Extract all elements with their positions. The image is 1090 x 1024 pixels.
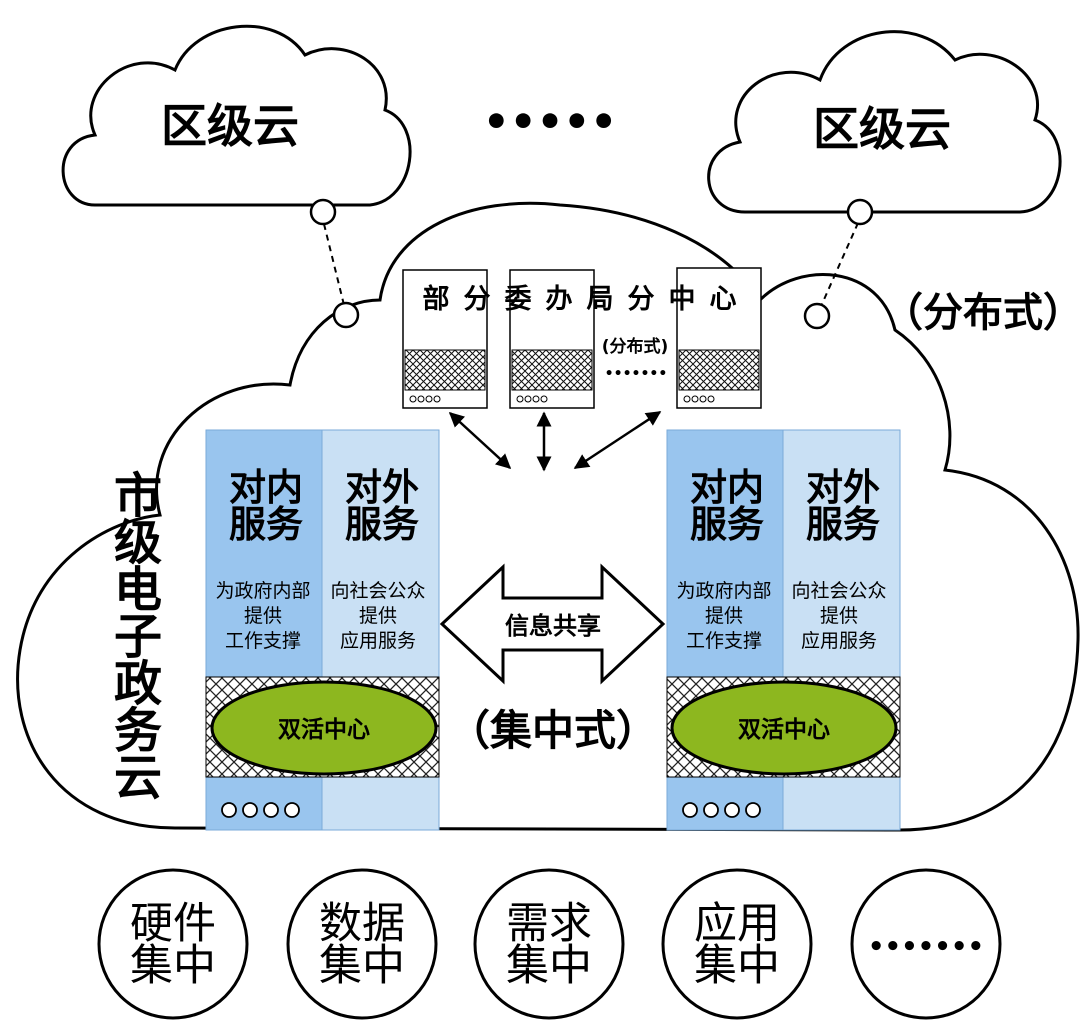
dept-title-char: 部 — [423, 283, 450, 315]
bottom-circle-line2: 集中 — [694, 941, 780, 991]
district-cloud-right-label: 区级云 — [813, 102, 951, 156]
bottom-circle-line1: ••••••• — [868, 932, 984, 962]
internal-title-line2: 服务 — [690, 503, 764, 546]
center-ellipse — [670, 680, 898, 776]
more-circle — [850, 868, 1002, 1020]
city-title-char: 级 — [114, 515, 162, 571]
application-circle — [661, 868, 813, 1020]
dept-server-2 — [509, 269, 595, 409]
bottom-circle-line2: 集中 — [130, 941, 216, 991]
center-ellipse — [210, 680, 438, 776]
distributed-label: （分布式） — [883, 290, 1083, 336]
dept-subtitle: (分布式) — [602, 336, 669, 357]
bottom-circle-line1: 需求 — [506, 899, 592, 949]
cloud-connector-left — [309, 198, 360, 329]
info-share-arrow — [439, 563, 666, 685]
external-desc-line: 向社会公众 — [791, 580, 886, 602]
external-desc-line: 应用服务 — [340, 630, 416, 652]
cloud-connector-right — [803, 198, 874, 330]
dept-server-3 — [676, 267, 762, 409]
external-desc-line: 提供 — [820, 605, 858, 627]
internal-title-line2: 服务 — [229, 503, 303, 546]
dept-title-char: 心 — [710, 284, 737, 315]
external-title-line2: 服务 — [345, 503, 419, 546]
internal-title-line1: 对内 — [229, 466, 303, 509]
bottom-circles — [97, 868, 1002, 1020]
center-label: 双活中心 — [278, 717, 370, 743]
city-title-char: 云 — [114, 750, 162, 806]
dept-title-char: 局 — [587, 284, 614, 315]
internal-desc-line: 提供 — [705, 605, 743, 627]
internal-title-line1: 对内 — [690, 466, 764, 509]
internal-desc-line: 提供 — [244, 605, 282, 627]
bottom-circle-line1: 应用 — [694, 899, 780, 949]
data-circle — [286, 868, 438, 1020]
external-desc-line: 提供 — [359, 605, 397, 627]
external-desc-line: 应用服务 — [801, 630, 877, 652]
dept-title: 部 分 委 办 局 分 中 心 — [423, 283, 737, 315]
dept-title-char: 办 — [546, 284, 573, 315]
center-label: 双活中心 — [738, 717, 830, 743]
cloud-ellipsis: ••••• — [483, 97, 617, 146]
city-title-char: 市 — [114, 468, 162, 524]
city-title-char: 电 — [114, 562, 162, 618]
bottom-circle-line1: 硬件 — [130, 899, 216, 949]
dept-server-1 — [402, 269, 488, 409]
internal-desc-line: 工作支撑 — [686, 630, 762, 652]
service-panel-right — [666, 429, 901, 831]
bottom-circle-line2: 集中 — [319, 941, 405, 991]
external-title-line2: 服务 — [806, 503, 880, 546]
external-title-line1: 对外 — [345, 466, 419, 509]
bottom-circle-line1: 数据 — [319, 899, 405, 949]
dept-title-char: 委 — [505, 284, 532, 315]
external-desc-line: 向社会公众 — [330, 580, 425, 602]
dept-title-char: 中 — [669, 284, 696, 315]
city-title-char: 政 — [114, 656, 162, 712]
bottom-circle-line2: 集中 — [506, 941, 592, 991]
dept-title-char: 分 — [464, 284, 491, 315]
city-cloud-title: 市 级 电 子 政 务 云 — [114, 468, 162, 806]
city-title-char: 子 — [114, 609, 162, 665]
internal-desc-line: 为政府内部 — [215, 580, 310, 602]
hardware-circle — [97, 868, 249, 1020]
service-panel-left — [205, 429, 440, 831]
district-cloud-right — [707, 30, 1062, 214]
requirement-circle — [473, 868, 625, 1020]
district-cloud-left-label: 区级云 — [161, 99, 299, 153]
centralized-label: （集中式） — [448, 706, 658, 755]
city-title-char: 务 — [114, 703, 162, 759]
internal-desc-line: 为政府内部 — [676, 580, 771, 602]
dept-arrows — [448, 410, 662, 472]
dept-title-char: 分 — [628, 284, 655, 315]
info-share-label: 信息共享 — [505, 612, 601, 640]
dept-ellipsis: ••••••• — [605, 366, 668, 382]
external-title-line1: 对外 — [806, 466, 880, 509]
district-cloud-left — [61, 24, 412, 207]
internal-desc-line: 工作支撑 — [225, 630, 301, 652]
